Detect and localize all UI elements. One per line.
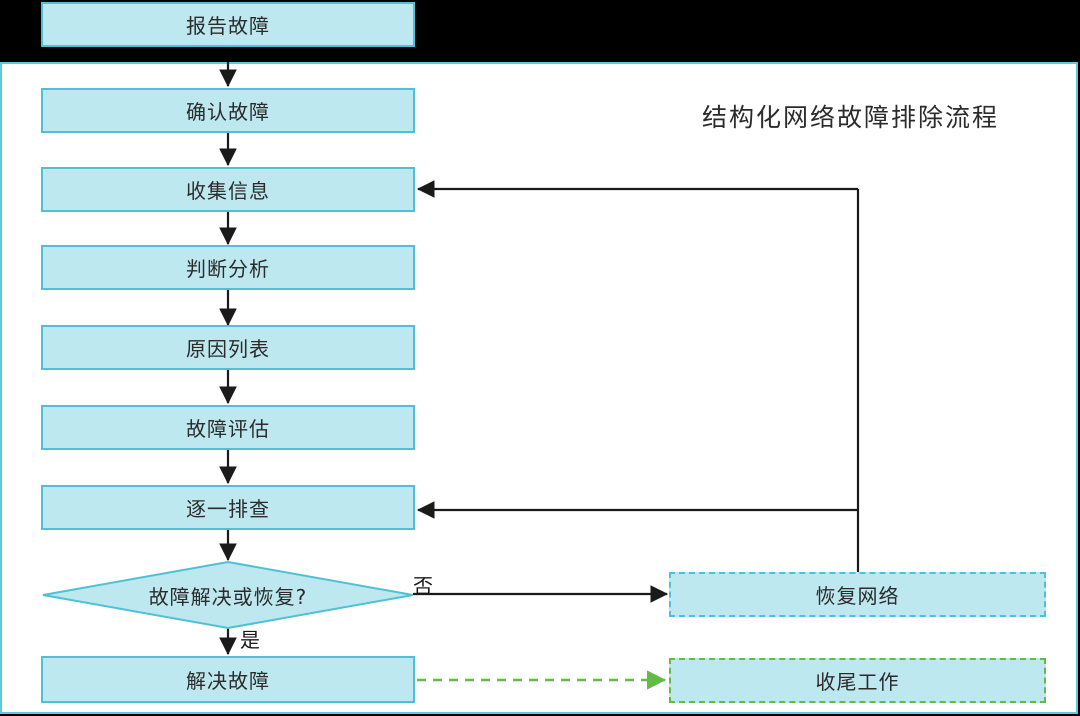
node-collect-label: 收集信息 bbox=[186, 179, 270, 203]
edge-label-yes: 是 bbox=[240, 624, 260, 653]
node-restore-network[interactable]: 恢复网络 bbox=[669, 572, 1046, 617]
node-report-label: 报告故障 bbox=[186, 14, 270, 38]
node-causes-label: 原因列表 bbox=[186, 337, 270, 361]
node-confirm-label: 确认故障 bbox=[186, 100, 270, 124]
node-causes[interactable]: 原因列表 bbox=[41, 325, 415, 370]
node-decision-resolved-label: 故障解决或恢复? bbox=[148, 584, 308, 609]
node-wrapup-label: 收尾工作 bbox=[815, 670, 900, 694]
node-resolve-label: 解决故障 bbox=[186, 669, 270, 693]
node-wrapup[interactable]: 收尾工作 bbox=[669, 658, 1046, 703]
node-report[interactable]: 报告故障 bbox=[41, 2, 415, 47]
node-collect[interactable]: 收集信息 bbox=[41, 167, 415, 212]
node-check-one-by-one-label: 逐一排查 bbox=[186, 497, 270, 521]
edge-label-no: 否 bbox=[413, 570, 433, 599]
diagram-title-text: 结构化网络故障排除流程 bbox=[702, 103, 1000, 132]
edge-label-yes-text: 是 bbox=[240, 628, 260, 652]
node-confirm[interactable]: 确认故障 bbox=[41, 88, 415, 133]
node-assess-label: 故障评估 bbox=[186, 417, 270, 441]
node-analyze[interactable]: 判断分析 bbox=[41, 245, 415, 290]
node-assess[interactable]: 故障评估 bbox=[41, 405, 415, 450]
node-restore-network-label: 恢复网络 bbox=[815, 584, 900, 608]
node-check-one-by-one[interactable]: 逐一排查 bbox=[41, 485, 415, 530]
edge-label-no-text: 否 bbox=[413, 574, 433, 598]
diamond-shape bbox=[42, 560, 414, 630]
node-resolve[interactable]: 解决故障 bbox=[41, 656, 415, 703]
diagram-title: 结构化网络故障排除流程 bbox=[702, 98, 999, 134]
node-analyze-label: 判断分析 bbox=[186, 257, 270, 281]
node-decision-resolved[interactable]: 故障解决或恢复? bbox=[41, 560, 415, 630]
